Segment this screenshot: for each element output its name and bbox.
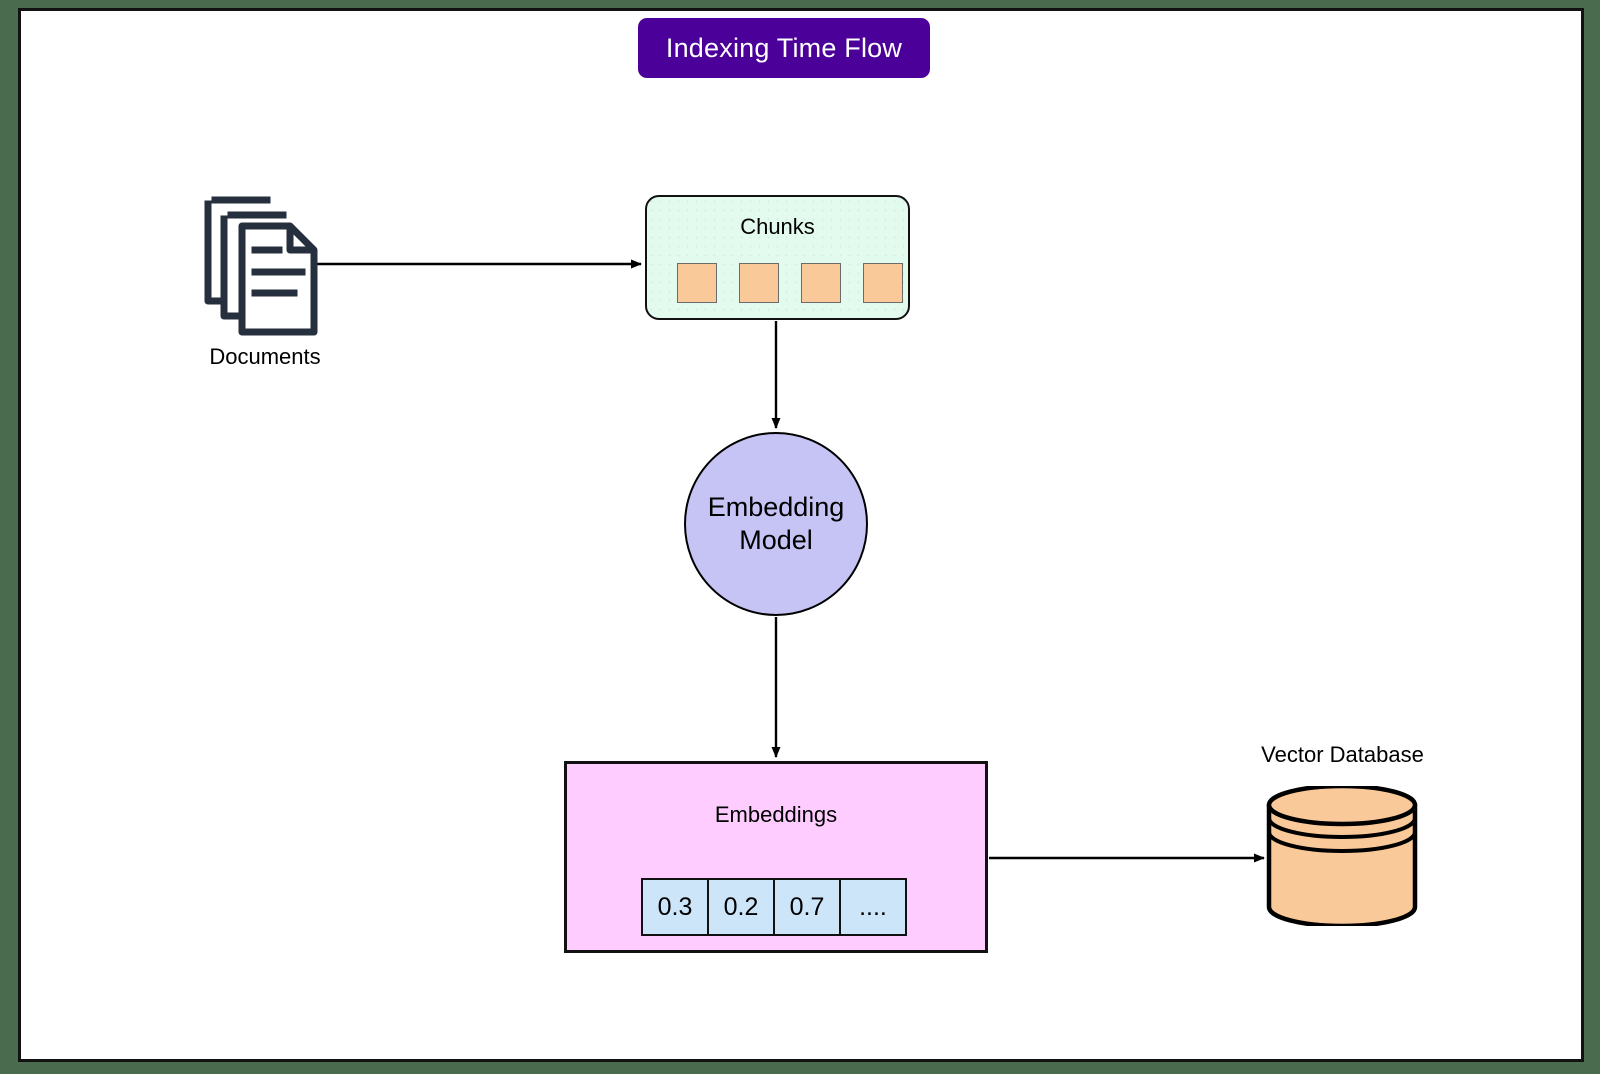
- page-title: Indexing Time Flow: [665, 32, 903, 63]
- embedding-cell-1[interactable]: 0.3: [641, 878, 709, 936]
- embedding-cell-4[interactable]: ....: [839, 878, 907, 936]
- chunk-square-4[interactable]: [863, 263, 903, 303]
- chunk-square-3[interactable]: [801, 263, 841, 303]
- embedding-model-label-line2: Model: [739, 525, 813, 555]
- documents-stack-icon: [204, 196, 318, 336]
- embedding-cell-2[interactable]: 0.2: [707, 878, 775, 936]
- chunks-node[interactable]: Chunks: [645, 195, 910, 320]
- embedding-model-label-line1: Embedding: [707, 492, 845, 523]
- database-cylinder-icon: [1266, 783, 1418, 929]
- chunk-row: [677, 263, 903, 303]
- chunks-title: Chunks: [740, 214, 815, 239]
- diagram-title-badge: Indexing Time Flow: [638, 18, 930, 78]
- documents-node[interactable]: [195, 186, 335, 376]
- embedding-cell-3[interactable]: 0.7: [773, 878, 841, 936]
- chunk-square-2[interactable]: [739, 263, 779, 303]
- chunk-square-1[interactable]: [677, 263, 717, 303]
- embedding-model-node[interactable]: Embedding Model: [684, 432, 868, 616]
- vector-database-label: Vector Database: [1261, 742, 1424, 767]
- documents-label: Documents: [209, 344, 321, 369]
- embedding-vector-cells: 0.3 0.2 0.7 ....: [641, 878, 907, 936]
- embeddings-node[interactable]: Embeddings 0.3 0.2 0.7 ....: [564, 761, 988, 953]
- vector-database-node[interactable]: [1266, 783, 1418, 929]
- embeddings-title: Embeddings: [714, 802, 838, 827]
